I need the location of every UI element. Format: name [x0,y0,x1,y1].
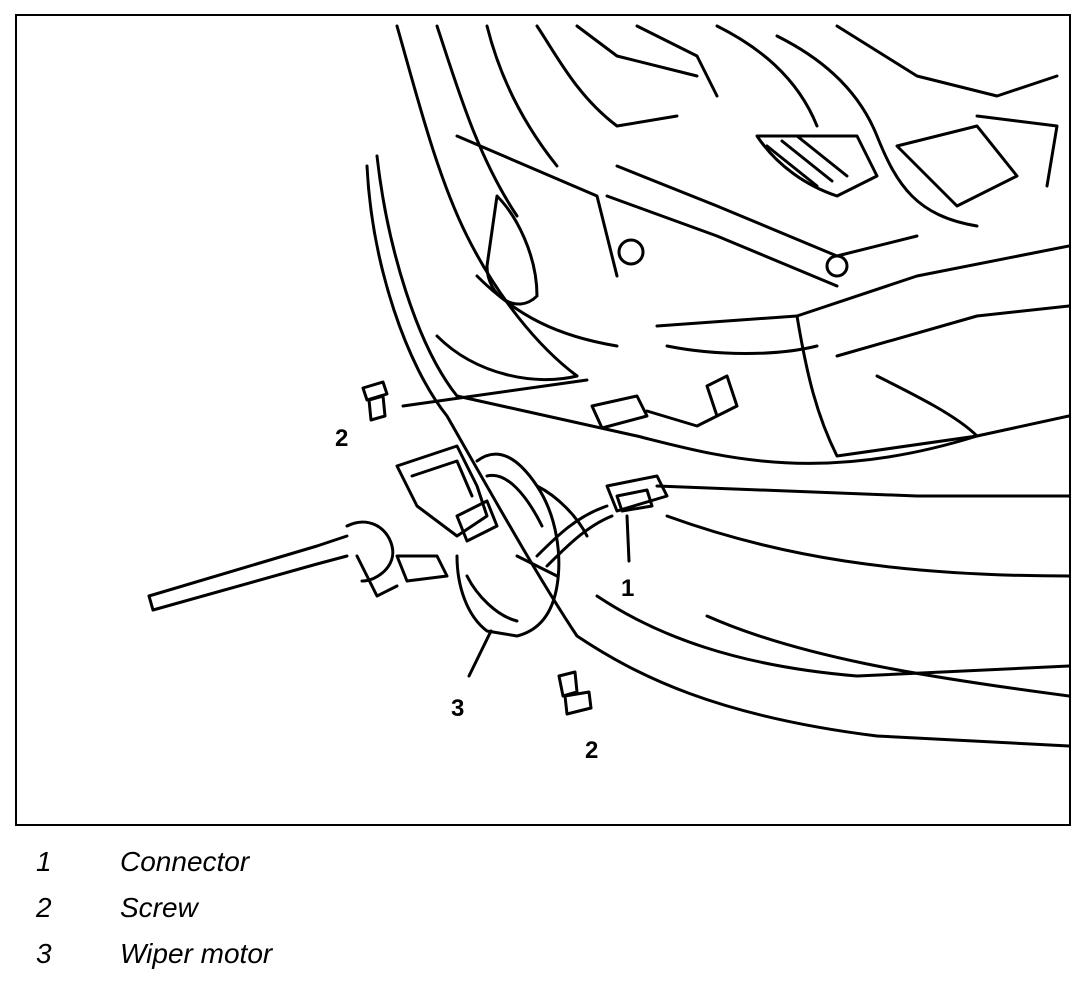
legend-label: Wiper motor [120,938,273,969]
callout-2-lower: 2 [585,737,598,764]
wiper-motor-illustration: 1 2 3 2 [147,24,1069,764]
legend-number: 3 [36,938,52,969]
callout-3: 3 [451,695,464,722]
leader-lines [401,378,631,678]
legend-label: Connector [120,846,250,877]
screw-upper [361,380,389,422]
legend-number: 1 [36,846,52,877]
screw-lower [557,670,593,716]
callout-2-upper: 2 [335,425,348,452]
connector-assembly [535,374,739,568]
figure-frame: 1 2 3 2 [15,14,1071,826]
wiper-motor [395,444,589,638]
legend-number: 2 [36,892,52,923]
engine-bay [395,24,1059,382]
callout-1: 1 [621,575,634,602]
legend: 1 Connector 2 Screw 3 Wiper motor [0,836,1088,986]
wiper-rod [147,520,449,612]
headlamp-housing [365,154,1069,748]
legend-label: Screw [120,892,198,923]
